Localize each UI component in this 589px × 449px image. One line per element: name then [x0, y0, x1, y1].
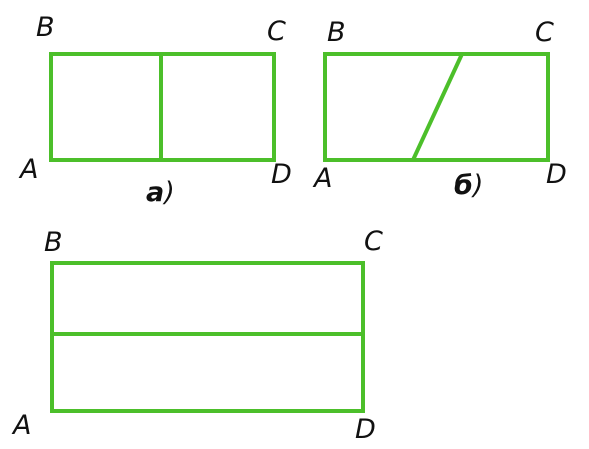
figure-b-rectangle	[323, 52, 550, 162]
figure-a: B C A D а)	[18, 12, 292, 208]
figure-a-caption: а)	[146, 177, 175, 208]
figure-a-caption-paren: )	[162, 177, 175, 208]
figure-b-caption-paren: )	[471, 170, 484, 201]
figure-c-label-b: B	[44, 227, 63, 258]
figure-c-label-c: C	[364, 226, 383, 257]
figure-b-label-c: C	[535, 17, 554, 48]
figure-c: B C A D	[11, 226, 383, 445]
figure-b-label-b: B	[327, 17, 346, 48]
figure-c-rectangle	[50, 261, 365, 413]
figure-a-label-a: A	[18, 154, 38, 185]
figure-a-caption-letter: а	[146, 177, 164, 208]
figure-b-slanted-divider	[411, 53, 464, 161]
figure-b-caption-letter: б	[454, 170, 473, 201]
figure-c-label-d: D	[355, 414, 376, 445]
figure-b-label-a: A	[312, 163, 332, 194]
figure-a-label-d: D	[271, 159, 292, 190]
figure-b: B C A D б)	[312, 17, 567, 201]
figure-b-caption: б)	[454, 170, 483, 201]
figure-a-label-c: C	[267, 16, 286, 47]
figure-b-label-d: D	[546, 159, 567, 190]
figure-c-label-a: A	[11, 410, 31, 441]
figure-a-label-b: B	[36, 12, 55, 43]
